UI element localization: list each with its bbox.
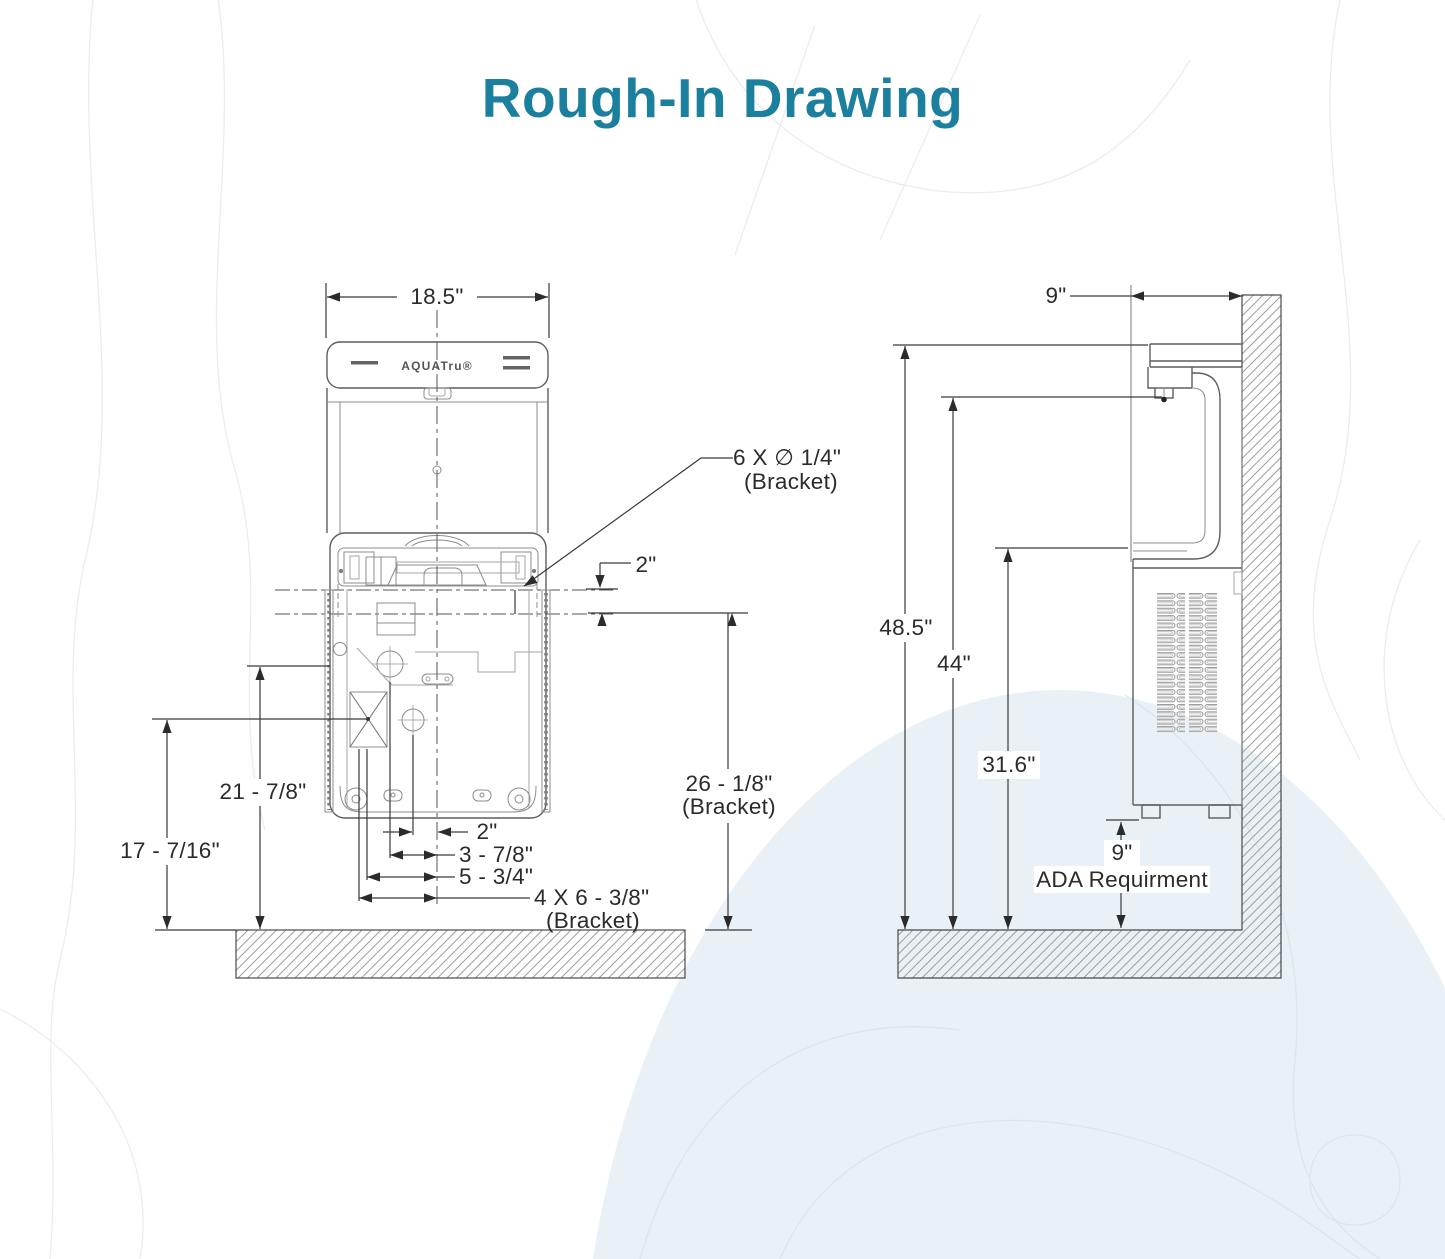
side-lower-cabinet [1132, 367, 1243, 819]
page-title: Rough-In Drawing [481, 67, 964, 129]
floor-slab-left [235, 929, 686, 979]
dim-front-width: 18.5" [325, 283, 550, 338]
dim-bracket-gap: 2" [586, 552, 748, 626]
side-spout-arm [1133, 372, 1221, 560]
dim-overall-height-label: 48.5" [879, 615, 932, 640]
callout-bracket-holes: 6 X ∅ 1/4" (Bracket) [521, 445, 841, 590]
panel-micro-label-right-2 [503, 366, 530, 370]
dim-bracket-height: 26 - 1/8" (Bracket) [681, 613, 779, 931]
dim-bracket-pattern: 4 X 6 - 3/8" (Bracket) [359, 885, 649, 933]
dim-hole-offset-3: 5 - 3/4" [367, 864, 533, 889]
dim-spout-height: 44" [927, 398, 981, 929]
dim-front-width-label: 18.5" [410, 284, 463, 309]
callout-bracket-holes-label: 6 X ∅ 1/4" [733, 445, 841, 470]
front-bracket-assembly [275, 532, 613, 819]
side-view-unit-drawing [1130, 285, 1243, 819]
callout-bracket-holes-note: (Bracket) [744, 469, 838, 494]
side-view-dimensions: 9" 48.5" 44" [876, 283, 1242, 929]
dim-shelf-height-label: 31.6" [982, 752, 1035, 777]
dim-depth-to-wall-label: 9" [1045, 283, 1066, 308]
panel-micro-label-right-1 [503, 356, 530, 360]
bracket-crossed-box [349, 691, 388, 748]
dim-ada-clearance-note: ADA Requirment [1036, 867, 1208, 892]
dim-hole-offset-2-label: 3 - 7/8" [459, 842, 533, 867]
dim-bracket-gap-label: 2" [635, 552, 656, 577]
dim-ada-clearance-label: 9" [1111, 840, 1132, 865]
foot-rear [1208, 804, 1231, 819]
dim-overall-height: 48.5" [876, 346, 936, 929]
wall-and-floor-right [897, 294, 1282, 979]
vent-grille-right-column [1189, 592, 1217, 733]
dim-bracket-pattern-note: (Bracket) [546, 908, 640, 933]
side-dispenser-head [1147, 367, 1193, 403]
spout-nozzle-dot [1161, 396, 1167, 403]
dim-shelf-height: 31.6" [978, 549, 1040, 929]
side-top-cap [1149, 343, 1242, 368]
dim-ada-clearance: 9" ADA Requirment [1034, 819, 1210, 928]
dim-depth-to-wall: 9" [1045, 283, 1242, 308]
front-upper-body [326, 388, 549, 533]
bracket-hole-lower [398, 705, 428, 735]
dim-spout-height-label: 44" [937, 651, 971, 676]
dim-hole-offset-3-label: 5 - 3/4" [459, 864, 533, 889]
vent-grille-left-column [1157, 592, 1185, 733]
dim-hole-offset-1-label: 2" [476, 819, 497, 844]
dim-hole-offset-1: 2" [383, 819, 497, 844]
bracket-hole-upper [372, 646, 408, 682]
front-view-unit-drawing: AQUATru® [275, 310, 613, 908]
dim-bracket-pattern-label: 4 X 6 - 3/8" [534, 885, 649, 910]
dim-hole-offset-2: 3 - 7/8" [390, 842, 533, 867]
panel-micro-label-left [351, 361, 378, 365]
brand-logo-text: AQUATru® [401, 359, 473, 373]
dim-lower-hole-height: 17 - 7/16" [115, 720, 225, 929]
dim-bracket-height-label: 26 - 1/8" [686, 771, 773, 796]
foot-front [1141, 804, 1161, 819]
front-view-dimensions: 18.5" 21 - 7/8" 17 - 7/16" [115, 283, 841, 933]
dim-lower-hole-height-label: 17 - 7/16" [120, 838, 220, 863]
dim-bracket-height-note: (Bracket) [682, 794, 776, 819]
dim-upper-hole-height-label: 21 - 7/8" [220, 779, 307, 804]
dim-upper-hole-height: 21 - 7/8" [217, 667, 311, 929]
